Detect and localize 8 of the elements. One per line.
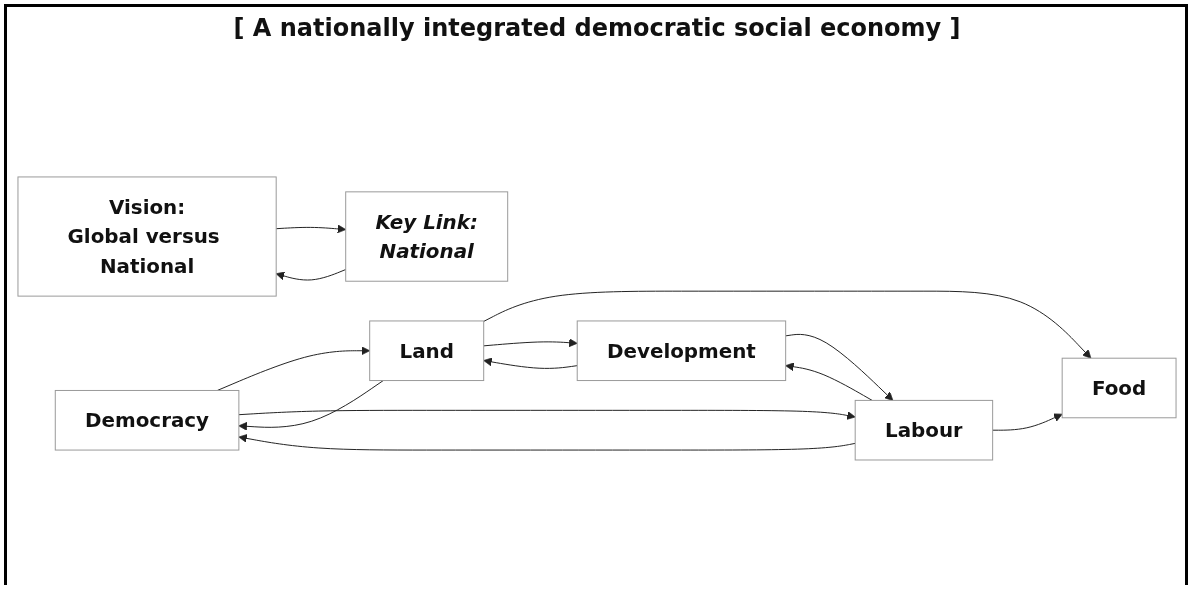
heading-text: [ A nationally integrated democratic social economy ] bbox=[233, 14, 961, 42]
node-box: Development bbox=[576, 320, 787, 382]
node-box: Democracy bbox=[54, 390, 240, 451]
node-box: Vision: Global versus National bbox=[17, 176, 277, 297]
node-box: Labour bbox=[854, 399, 994, 461]
node-box: Food bbox=[1061, 357, 1177, 419]
node-box: Land bbox=[369, 320, 485, 382]
node-box: Key Link: National bbox=[345, 191, 509, 282]
